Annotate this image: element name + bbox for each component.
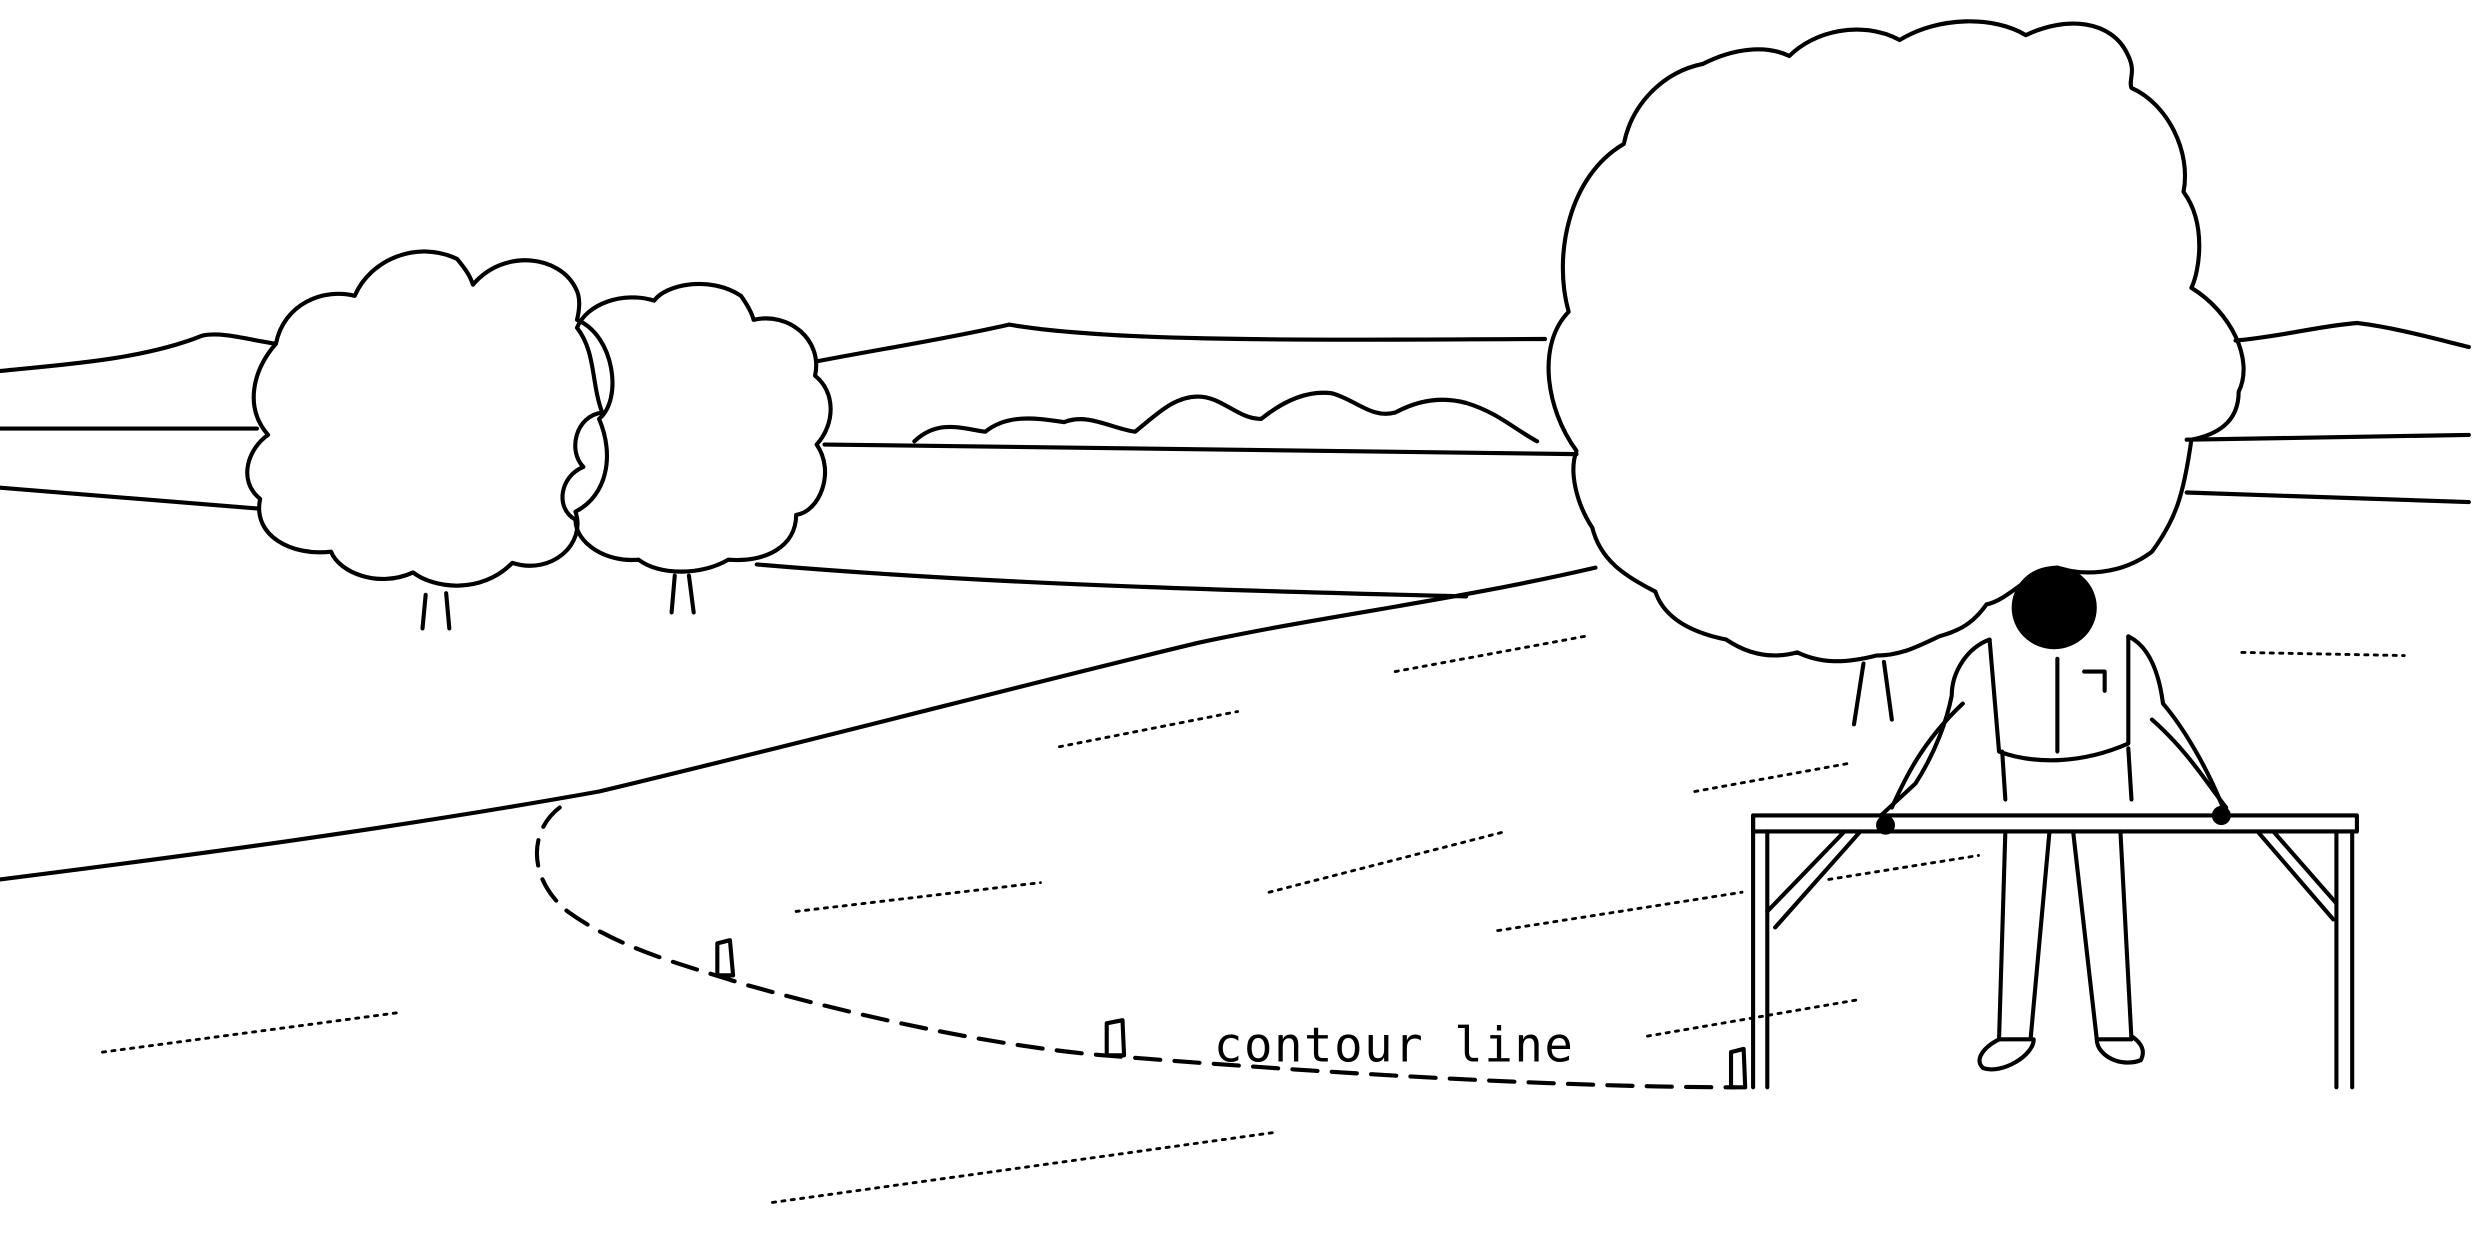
grass-hatch bbox=[101, 1010, 404, 1054]
person-head bbox=[2011, 566, 2097, 650]
bush bbox=[245, 249, 615, 588]
tree-trunk bbox=[669, 573, 696, 615]
hand bbox=[1876, 815, 1895, 835]
peg bbox=[1104, 1018, 1127, 1058]
person bbox=[1878, 634, 2229, 1072]
grass-hatch bbox=[1058, 710, 1239, 749]
bush bbox=[560, 281, 833, 574]
peg bbox=[715, 938, 736, 978]
grass-hatch bbox=[1827, 854, 1980, 881]
field-edge bbox=[754, 562, 1469, 599]
tree-trunk bbox=[420, 591, 452, 631]
hill-band bbox=[0, 485, 260, 511]
contour-line bbox=[534, 805, 1737, 1090]
hill-band bbox=[822, 442, 1579, 457]
far-hill-ridge bbox=[814, 322, 1548, 364]
grass-hatch bbox=[1267, 830, 1508, 894]
tree-trunk bbox=[1851, 659, 1894, 727]
hill-band bbox=[2184, 432, 2471, 442]
a-frame-level bbox=[1751, 813, 2359, 1090]
wavy-treeline bbox=[912, 390, 1540, 444]
grass-hatch bbox=[771, 1130, 1279, 1204]
grass-hatch bbox=[1393, 634, 1586, 674]
grass-hatch bbox=[1646, 997, 1862, 1038]
tree-crown bbox=[1546, 19, 2246, 664]
grass-hatch bbox=[1496, 890, 1744, 933]
field-slope bbox=[0, 565, 1598, 882]
hill-band bbox=[2184, 490, 2471, 505]
hand bbox=[2211, 805, 2231, 826]
peg bbox=[1728, 1046, 1748, 1090]
far-hill-ridge bbox=[2233, 320, 2471, 350]
grass-hatch bbox=[794, 881, 1042, 913]
grass-hatch bbox=[1693, 761, 1854, 793]
grass-hatch bbox=[2240, 650, 2406, 658]
contour-line-label: contour line bbox=[1214, 1018, 1575, 1073]
far-hill-ridge bbox=[0, 332, 278, 374]
